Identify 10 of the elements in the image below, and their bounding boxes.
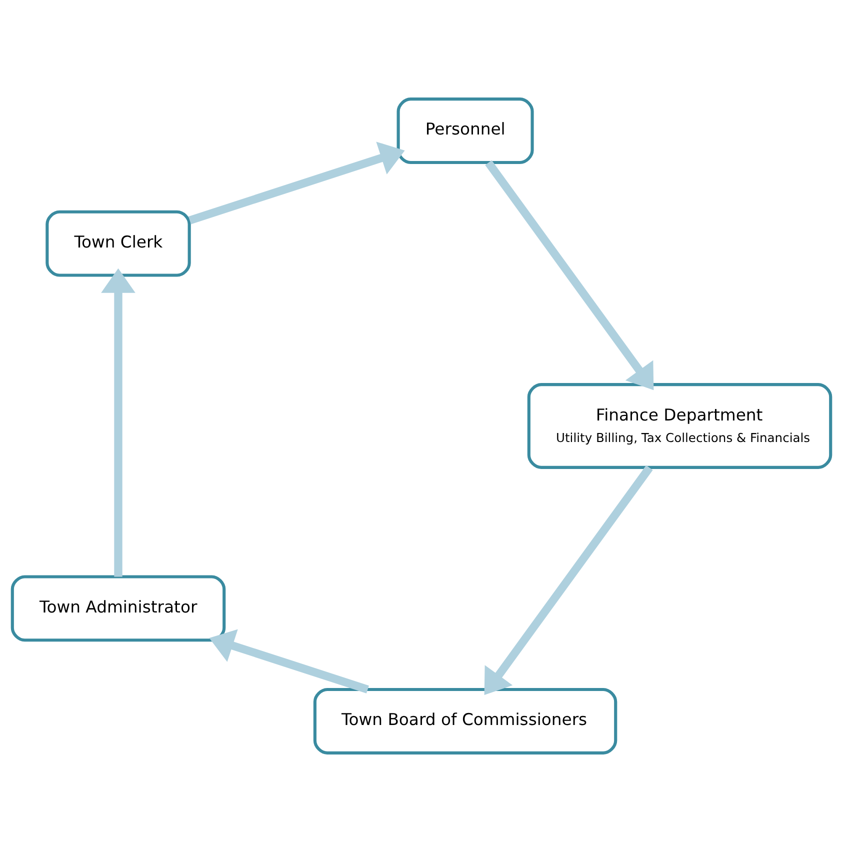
arrow (101, 268, 136, 576)
node-box: Town Board of Commissioners (313, 687, 618, 754)
node-box: Finance Department Utility Billing, Tax Collections & Financials (527, 382, 832, 468)
node-box: Personnel (396, 97, 534, 164)
node-box: Town Clerk (46, 210, 191, 276)
node-box: Town Administrator (10, 574, 226, 642)
arrow (209, 628, 369, 693)
arrow (484, 464, 653, 695)
arrow (485, 160, 654, 390)
arrow (188, 141, 405, 224)
